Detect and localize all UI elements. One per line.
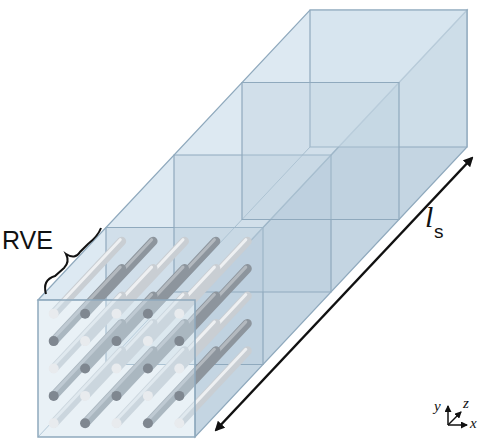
length-arrow (216, 158, 472, 430)
fiber-end (174, 364, 184, 374)
fiber-end (80, 391, 90, 401)
rve-boundary (242, 83, 399, 220)
x-axis (448, 424, 467, 426)
fiber-end (143, 364, 153, 374)
axis-label: x (470, 416, 477, 431)
fiber-end (174, 418, 184, 428)
length-symbol: l (425, 202, 433, 232)
fiber-end (112, 391, 122, 401)
fiber-end (80, 364, 90, 374)
fiber-end (143, 391, 153, 401)
fiber-end (112, 309, 122, 319)
fiber-end (174, 336, 184, 346)
fiber-end (174, 391, 184, 401)
rve-brace (45, 228, 101, 294)
fiber-end (49, 364, 59, 374)
fiber-end (49, 309, 59, 319)
axis-label: z (463, 396, 469, 411)
fiber-end (112, 364, 122, 374)
length-subscript: s (434, 222, 444, 241)
fiber-end (49, 391, 59, 401)
fiber-end (143, 336, 153, 346)
fiber-end (49, 418, 59, 428)
fiber-end (143, 418, 153, 428)
fiber-end (80, 418, 90, 428)
axis-label: y (434, 399, 441, 414)
y-axis (447, 406, 449, 425)
fiber-end (80, 336, 90, 346)
z-axis (448, 412, 461, 425)
fiber-end (80, 309, 90, 319)
fiber-end (143, 309, 153, 319)
fiber-end (112, 418, 122, 428)
rve-front-face (38, 300, 195, 437)
rve-label: RVE (2, 228, 53, 253)
fiber-end (49, 336, 59, 346)
fiber-end (112, 336, 122, 346)
fiber-end (174, 309, 184, 319)
